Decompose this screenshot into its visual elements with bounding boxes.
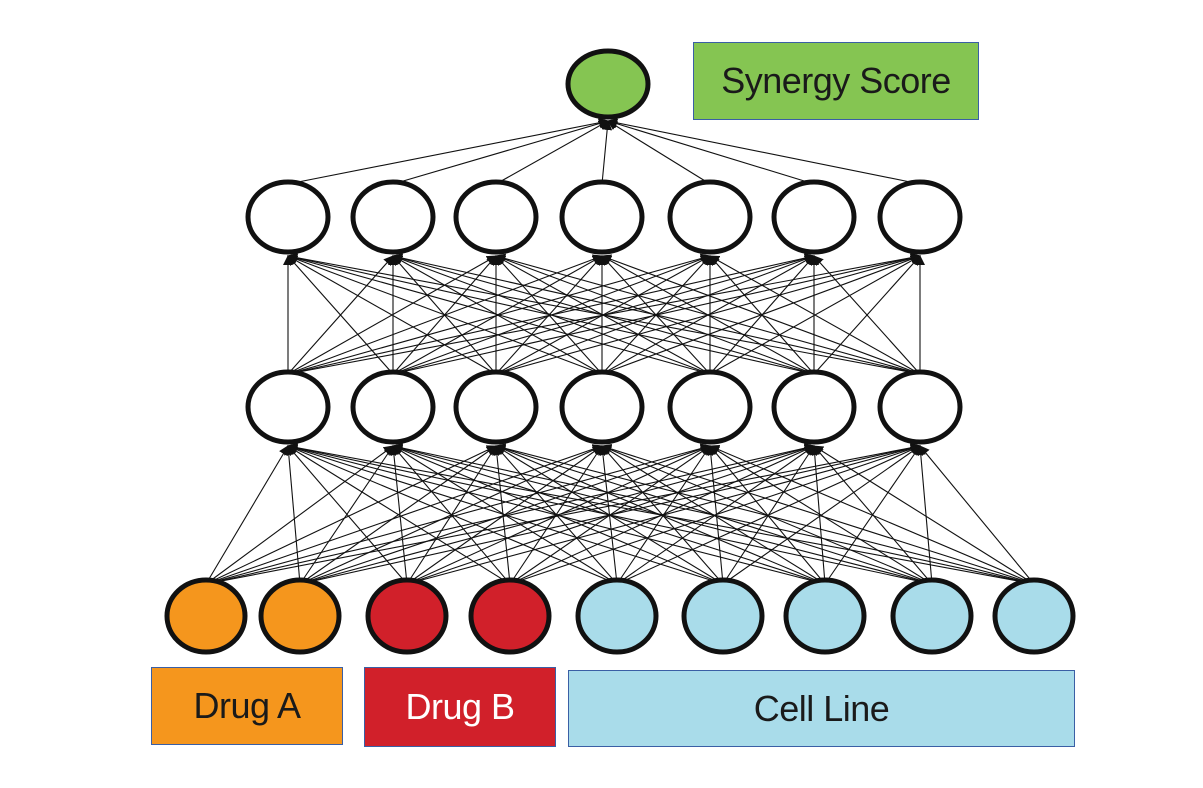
edge-input-1-to-hidden1-0	[283, 445, 301, 585]
hidden-layer-2-node	[877, 179, 963, 255]
hidden-layer-1-node	[667, 369, 753, 445]
output-node	[565, 48, 651, 120]
drug-b-label: Drug B	[405, 686, 515, 727]
hidden-layer-2-node	[245, 179, 331, 255]
edge-input-7-to-hidden1-6	[915, 445, 933, 585]
hidden-layer-1-node	[350, 369, 436, 445]
edge-hidden2-1-to-output	[392, 118, 609, 185]
drug-b-label-box: Drug B	[364, 667, 556, 747]
edge-hidden1-6-to-hidden2-0	[287, 252, 921, 375]
edge-input-8-to-hidden1-5	[813, 445, 1035, 585]
edge-hidden1-6-to-hidden2-4	[709, 255, 921, 375]
input-node-drug-b	[468, 577, 552, 655]
edge-hidden2-4-to-output	[607, 120, 711, 185]
output-label: Synergy Score	[721, 60, 951, 101]
input-node-cell-line	[681, 577, 765, 655]
edge-hidden1-6-to-hidden2-2	[495, 253, 921, 375]
edge-hidden1-6-to-hidden2-3	[601, 254, 921, 375]
edge-input-8-to-hidden1-0	[287, 442, 1035, 585]
hidden-layer-2-node	[453, 179, 539, 255]
edge-hidden2-6-to-output	[607, 117, 921, 185]
edge-hidden1-6-to-hidden2-1	[392, 253, 921, 375]
cell-line-label: Cell Line	[753, 687, 890, 729]
edge-hidden1-6-to-hidden2-5	[813, 255, 921, 375]
edge-input-0-to-hidden1-0	[205, 445, 289, 585]
hidden-layer-1-node	[877, 369, 963, 445]
edge-input-5-to-hidden1-5	[722, 445, 815, 585]
drug-a-label-box: Drug A	[151, 667, 343, 745]
edge-hidden2-5-to-output	[607, 118, 815, 185]
edge-hidden2-0-to-output	[287, 117, 609, 185]
input-node-drug-a	[164, 577, 248, 655]
edge-input-3-to-hidden1-0	[287, 445, 511, 585]
edge-input-0-to-hidden1-5	[205, 443, 815, 585]
hidden-layer-2-node	[771, 179, 857, 255]
edge-input-7-to-hidden1-4	[709, 445, 933, 585]
edge-input-2-to-hidden1-0	[287, 445, 408, 585]
edge-input-6-to-hidden1-0	[287, 443, 826, 585]
edge-input-8-to-hidden1-4	[709, 444, 1035, 585]
edge-input-8-to-hidden1-3	[601, 443, 1035, 585]
edge-input-4-to-hidden1-0	[287, 444, 618, 585]
connection-edges	[205, 117, 1035, 585]
hidden-layer-1-node	[559, 369, 645, 445]
edge-hidden1-3-to-hidden2-0	[287, 254, 603, 375]
edge-hidden2-3-to-output	[601, 120, 613, 185]
input-node-cell-line	[575, 577, 659, 655]
edge-hidden2-2-to-output	[495, 120, 609, 185]
edge-input-8-to-hidden1-2	[495, 443, 1035, 585]
hidden-layer-1-node	[771, 369, 857, 445]
output-label-box: Synergy Score	[693, 42, 979, 120]
edge-input-5-to-hidden1-0	[287, 443, 724, 585]
edge-input-7-to-hidden1-0	[287, 442, 933, 585]
input-node-drug-b	[365, 577, 449, 655]
input-node-cell-line	[890, 577, 974, 655]
input-node-drug-a	[258, 577, 342, 655]
edge-input-8-to-hidden1-6	[919, 445, 1035, 585]
edge-input-8-to-hidden1-1	[392, 443, 1035, 585]
hidden-layer-2-node	[559, 179, 645, 255]
edge-input-5-to-hidden1-4	[705, 445, 724, 585]
edge-hidden1-1-to-hidden2-0	[287, 255, 394, 375]
edge-hidden1-4-to-hidden2-0	[287, 253, 711, 375]
input-node-cell-line	[992, 577, 1076, 655]
edge-hidden1-2-to-hidden2-0	[287, 255, 497, 375]
input-node-cell-line	[783, 577, 867, 655]
drug-a-label: Drug A	[193, 685, 301, 726]
hidden-layer-1-node	[453, 369, 539, 445]
hidden-layer-1-node	[245, 369, 331, 445]
edge-input-0-to-hidden1-6	[205, 442, 921, 585]
hidden-layer-2-node	[667, 179, 753, 255]
hidden-layer-2-node	[350, 179, 436, 255]
edge-input-0-to-hidden1-3	[205, 444, 603, 585]
edge-hidden1-5-to-hidden2-0	[287, 253, 815, 375]
network-nodes	[164, 48, 1076, 655]
edge-input-0-to-hidden1-4	[205, 443, 711, 585]
cell-line-label-box: Cell Line	[568, 670, 1075, 747]
